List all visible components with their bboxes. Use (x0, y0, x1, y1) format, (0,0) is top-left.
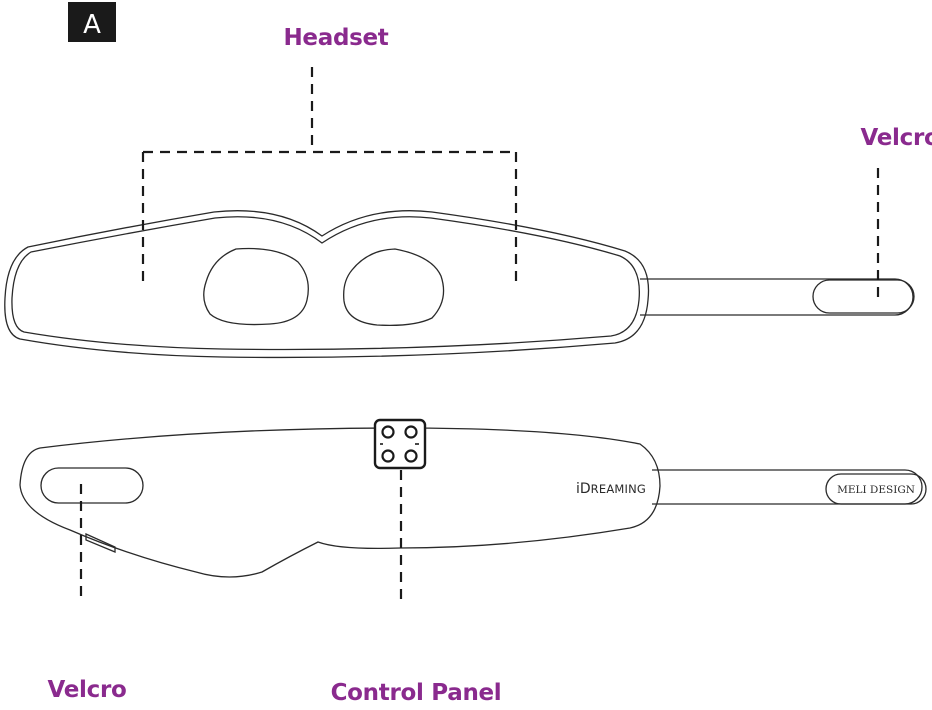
label-control-panel: Control Panel (331, 680, 502, 706)
control-button-3 (381, 449, 395, 463)
headset-callout (141, 67, 518, 282)
control-button-2 (404, 425, 418, 439)
headset-front-view (4, 210, 915, 359)
top-strap (640, 278, 914, 316)
strap-tag (825, 473, 927, 505)
brand-rest: REAMING (591, 482, 646, 496)
headset-back-view (19, 427, 927, 578)
top-velcro-pad (812, 279, 915, 314)
right-eye-cup (343, 248, 445, 326)
mask-outline-inner (11, 216, 641, 351)
label-headset: Headset (283, 25, 388, 51)
strap-tag-text: MELI DESIGN (837, 484, 915, 496)
brand-prefix: i (576, 481, 580, 497)
mask-outline-outer (4, 210, 650, 359)
control-panel-frame (373, 418, 427, 470)
brand-initial: D (580, 481, 591, 497)
control-panel (373, 418, 427, 470)
label-velcro-left: Velcro (47, 677, 126, 703)
bottom-velcro-pad (40, 467, 144, 504)
panel-badge: A (68, 2, 116, 42)
left-eye-cup (203, 247, 309, 326)
control-button-1 (381, 425, 395, 439)
brand-wordmark: iDREAMING (576, 481, 646, 497)
panel-letter: A (83, 10, 101, 40)
panel-badge-bg (68, 2, 116, 42)
side-tab (85, 532, 116, 553)
control-button-4 (404, 449, 418, 463)
label-velcro-right: Velcro (860, 125, 932, 151)
